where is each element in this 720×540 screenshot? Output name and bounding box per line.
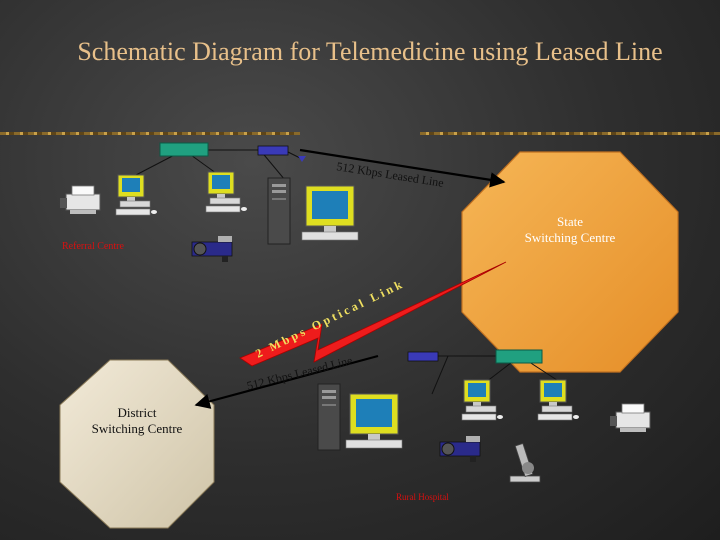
microscope-icon bbox=[509, 443, 541, 483]
hub-icon bbox=[159, 142, 209, 157]
workstation-icon-2 bbox=[345, 393, 403, 449]
computer-icon-2 bbox=[205, 171, 248, 213]
referral-centre-network bbox=[59, 142, 359, 263]
server-tower-icon-2 bbox=[317, 383, 341, 451]
optical-link-bolt bbox=[239, 261, 507, 367]
hub-icon-2 bbox=[495, 349, 543, 364]
district-switching-centre-label: District Switching Centre bbox=[91, 405, 183, 436]
leased-line-top-arrow bbox=[299, 148, 506, 188]
computer-icon-4 bbox=[537, 379, 580, 421]
server-tower-icon bbox=[267, 177, 291, 245]
rural-hospital-network bbox=[317, 349, 651, 483]
router-icon bbox=[257, 145, 306, 162]
computer-icon bbox=[115, 174, 158, 216]
title-divider-right bbox=[420, 132, 720, 135]
slide-title: Schematic Diagram for Telemedicine using… bbox=[77, 37, 663, 66]
printer-icon-2 bbox=[609, 403, 651, 433]
referral-centre-label: Referral Centre bbox=[62, 241, 124, 252]
workstation-icon bbox=[301, 185, 359, 241]
computer-icon-3 bbox=[461, 379, 504, 421]
video-camera-icon bbox=[191, 235, 233, 263]
state-switching-centre-octagon bbox=[461, 151, 679, 373]
rural-hospital-label: Rural Hospital bbox=[396, 492, 449, 502]
state-switching-centre-label: State Switching Centre bbox=[524, 214, 616, 245]
leased-line-bottom-arrow bbox=[194, 354, 379, 409]
title-divider-left bbox=[0, 132, 300, 135]
video-camera-icon-2 bbox=[439, 435, 481, 463]
router-icon-2 bbox=[407, 351, 448, 362]
district-switching-centre-octagon bbox=[59, 359, 215, 529]
printer-icon bbox=[59, 185, 101, 215]
